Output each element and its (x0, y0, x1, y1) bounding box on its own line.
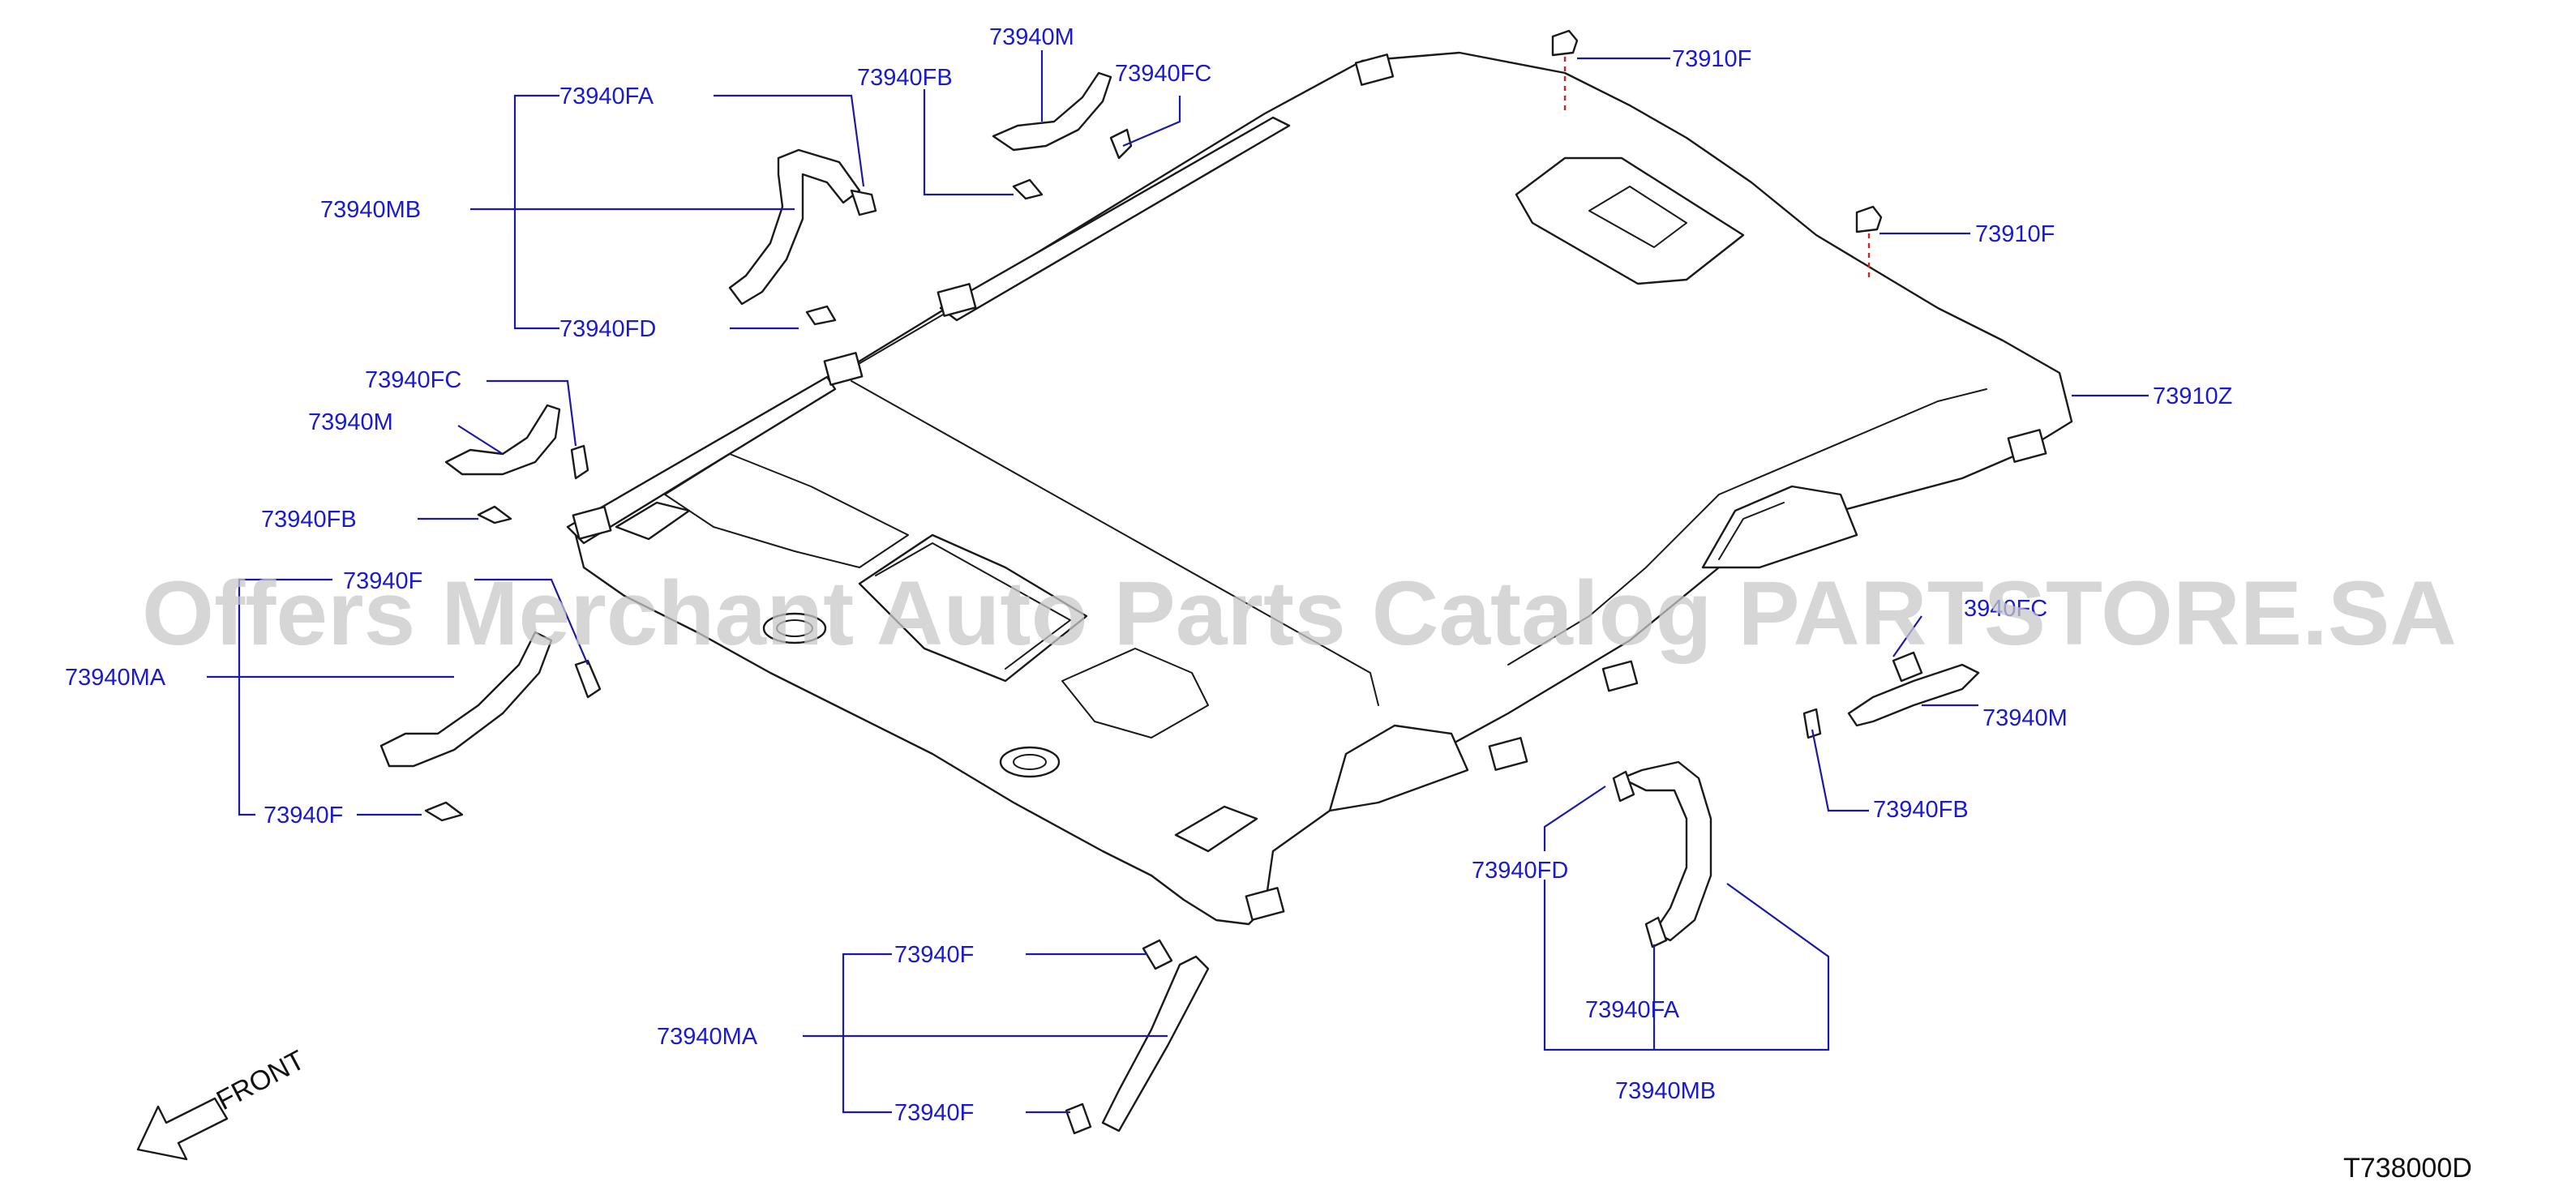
assist-grip-mb-top (728, 148, 877, 326)
label-73940f-bottom-bottom: 73940F (894, 1100, 974, 1126)
label-73940m-top: 73940M (989, 24, 1074, 50)
roof-clip-plug-1 (1551, 29, 1579, 112)
assist-grip-mb-right (1612, 760, 1712, 948)
label-73940fc-top: 73940FC (1115, 61, 1211, 87)
part-labels: 73940FA 73940MB 73940FD 73940M 73940FB 7… (65, 24, 2232, 1126)
label-73910z: 73910Z (2153, 383, 2232, 409)
assist-grip-ma-bottom (1065, 939, 1210, 1135)
leader-lines (207, 50, 2149, 1114)
assist-grip-m-left (444, 404, 589, 524)
diagram-code: T738000D (2343, 1153, 2472, 1184)
label-73940ma-bottom: 73940MA (657, 1024, 758, 1050)
label-73940fb-top: 73940FB (857, 65, 953, 91)
watermark-text: Offers Merchant Auto Parts Catalog PARTS… (142, 563, 2457, 664)
label-73940m-left: 73940M (308, 409, 393, 435)
assist-grip-ma-left (379, 631, 602, 822)
assist-grip-m-top (992, 71, 1133, 200)
label-73940mb-right: 73940MB (1615, 1078, 1716, 1104)
assist-grip-m-right (1802, 651, 1980, 739)
label-73940fa-top: 73940FA (559, 83, 654, 109)
label-73940f-bottom-top: 73940F (894, 942, 974, 968)
label-3940fc-right: 3940FC (1964, 596, 2047, 622)
label-73910f-1: 73910F (1672, 46, 1751, 72)
label-73940fd-right: 73940FD (1472, 858, 1568, 884)
front-direction-indicator: FRONT (136, 1045, 310, 1161)
label-73940fa-right: 73940FA (1585, 997, 1680, 1023)
label-73940ma-left: 73940MA (65, 665, 166, 691)
front-label: FRONT (212, 1045, 310, 1117)
label-73940f-left-top: 73940F (343, 568, 422, 594)
label-73910f-2: 73910F (1975, 221, 2055, 247)
label-73940fb-left: 73940FB (261, 507, 357, 533)
label-73940m-right: 73940M (1982, 705, 2068, 731)
label-73940fb-right: 73940FB (1873, 797, 1969, 823)
label-73940mb-top: 73940MB (320, 197, 421, 223)
label-73940fd-top: 73940FD (559, 316, 656, 342)
label-73940f-left-bottom: 73940F (264, 803, 343, 828)
label-73940fc-left: 73940FC (365, 367, 461, 393)
front-arrow-icon (136, 1097, 229, 1161)
roof-clip-plug-2 (1855, 205, 1883, 280)
roof-headlining-panel (566, 51, 2073, 926)
